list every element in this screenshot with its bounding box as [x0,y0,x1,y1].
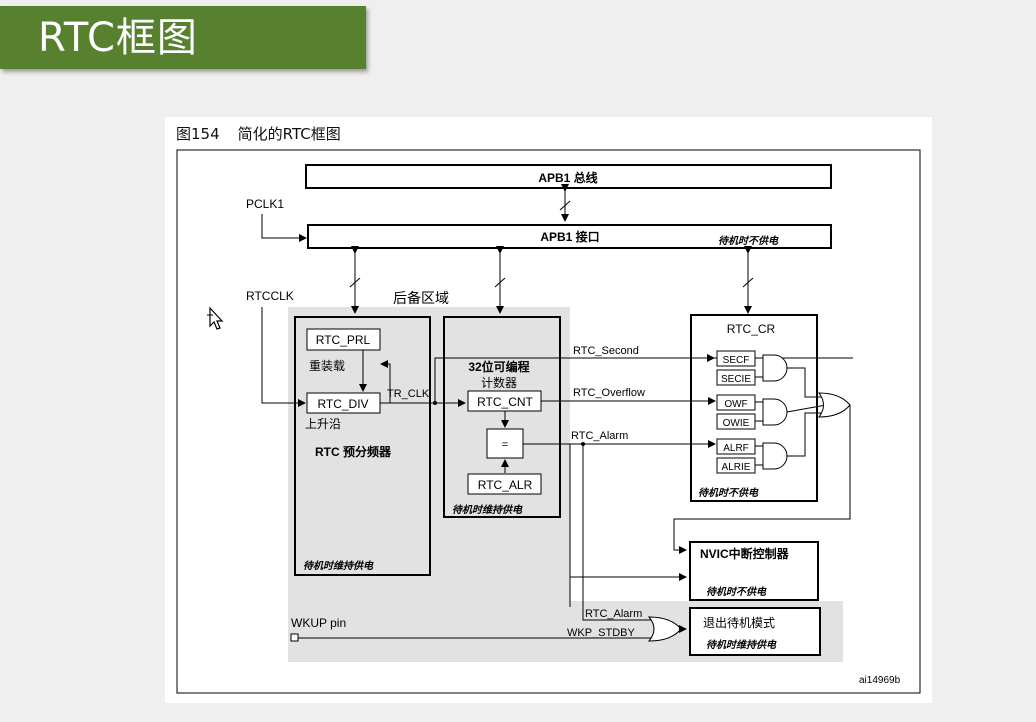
and-gate-overflow [755,398,788,426]
alrie-label: ALRIE [722,462,751,473]
rtc-div-label: RTC_DIV [317,397,368,411]
or-input-second [787,367,824,398]
bus-width-slash [559,200,571,211]
prescaler-label: RTC 预分频器 [315,444,392,459]
figure-panel: 图154 简化的RTC框图 后备区域 APB1 总线 APB1 接口 待机时不供电… [165,117,932,703]
wkup-pin-pad [290,633,299,642]
prescaler-block [294,316,431,576]
rtc-cnt-label: RTC_CNT [477,395,533,409]
counter-title-line2: 计数器 [481,375,517,390]
or-gate-interrupt [818,392,851,418]
secie-label: SECIE [721,374,751,385]
figure-number: 图154 [176,125,220,143]
rtc-block-diagram: 后备区域 APB1 总线 APB1 接口 待机时不供电 PCLK1 RTCCLK… [176,149,921,694]
exit-standby-label: 退出待机模式 [703,616,775,630]
or-input-alarm [787,412,824,457]
rtc-cr-label: RTC_CR [727,322,776,336]
figure-id-label: ai14969b [859,675,901,686]
rtc-alr-box [467,473,542,495]
move-cursor-icon [207,306,224,330]
prescaler-power-note: 待机时维持供电 [303,560,374,572]
wkp-stdby-label: WKP_STDBY [567,627,636,639]
apb1-interface-power-note: 待机时不供电 [718,235,779,247]
pclk1-line [261,214,307,242]
diagram-frame [176,149,921,694]
secf-label: SECF [723,355,750,366]
reload-label: 重装载 [309,359,345,373]
rtccr-power-note: 待机时不供电 [698,487,759,499]
and-gate-second [755,354,788,382]
rtc-alarm-label: RTC_Alarm [571,430,628,442]
rtcclk-line [261,307,306,407]
rtc-prl-label: RTC_PRL [316,333,371,347]
compare-label: = [502,439,508,451]
rising-edge-label: 上升沿 [305,417,341,431]
figure-caption: 图154 简化的RTC框图 [176,123,341,144]
rtc-prl-box [306,328,381,351]
counter-bus-slash [494,277,506,288]
and-gate-alarm [755,442,788,470]
alarm-nvic-line [569,573,687,607]
rtcclk-label: RTCCLK [246,289,294,303]
apb1-interface-box [307,224,832,249]
alarm-to-or-line [582,444,652,621]
tr-clk-label: TR_CLK [387,388,430,400]
pclk1-label: PCLK1 [246,197,284,211]
compare-box [486,428,524,459]
rtc-overflow-label: RTC_Overflow [573,387,645,399]
rtc-cr-block [690,314,818,502]
rtccr-bus-slash [742,277,754,288]
alrf-label: ALRF [723,443,749,454]
prescaler-bus-slash [349,277,361,288]
owf-label: OWF [724,399,747,410]
apb1-bus-label: APB1 总线 [538,170,597,185]
counter-title-line1: 32位可编程 [468,359,529,374]
exit-standby-block [689,607,821,656]
or-input-overflow [786,404,827,413]
rtc-alarm2-label: RTC_Alarm [585,608,642,620]
backup-domain-label: 后备区域 [393,290,449,306]
rtc-alr-label: RTC_ALR [478,478,533,492]
nvic-block [689,541,819,601]
apb1-interface-label: APB1 接口 [540,229,599,244]
nvic-label: NVIC中断控制器 [700,546,790,561]
counter-block [443,316,561,518]
interrupt-to-nvic-line [673,405,851,554]
backup-domain-region [288,307,843,662]
wkup-pin-label: WKUP pin [291,616,346,630]
figure-caption-text: 简化的RTC框图 [237,125,341,143]
slide-title: RTC框图 [38,15,198,61]
counter-power-note: 待机时维持供电 [452,504,523,516]
exit-standby-power-note: 待机时维持供电 [706,639,777,651]
rtc-second-label: RTC_Second [573,345,639,357]
slide-title-bar: RTC框图 [0,6,366,69]
nvic-power-note: 待机时不供电 [706,586,767,598]
reload-feedback-line [380,360,391,403]
owie-label: OWIE [723,418,750,429]
or-gate-wakeup [647,616,682,642]
